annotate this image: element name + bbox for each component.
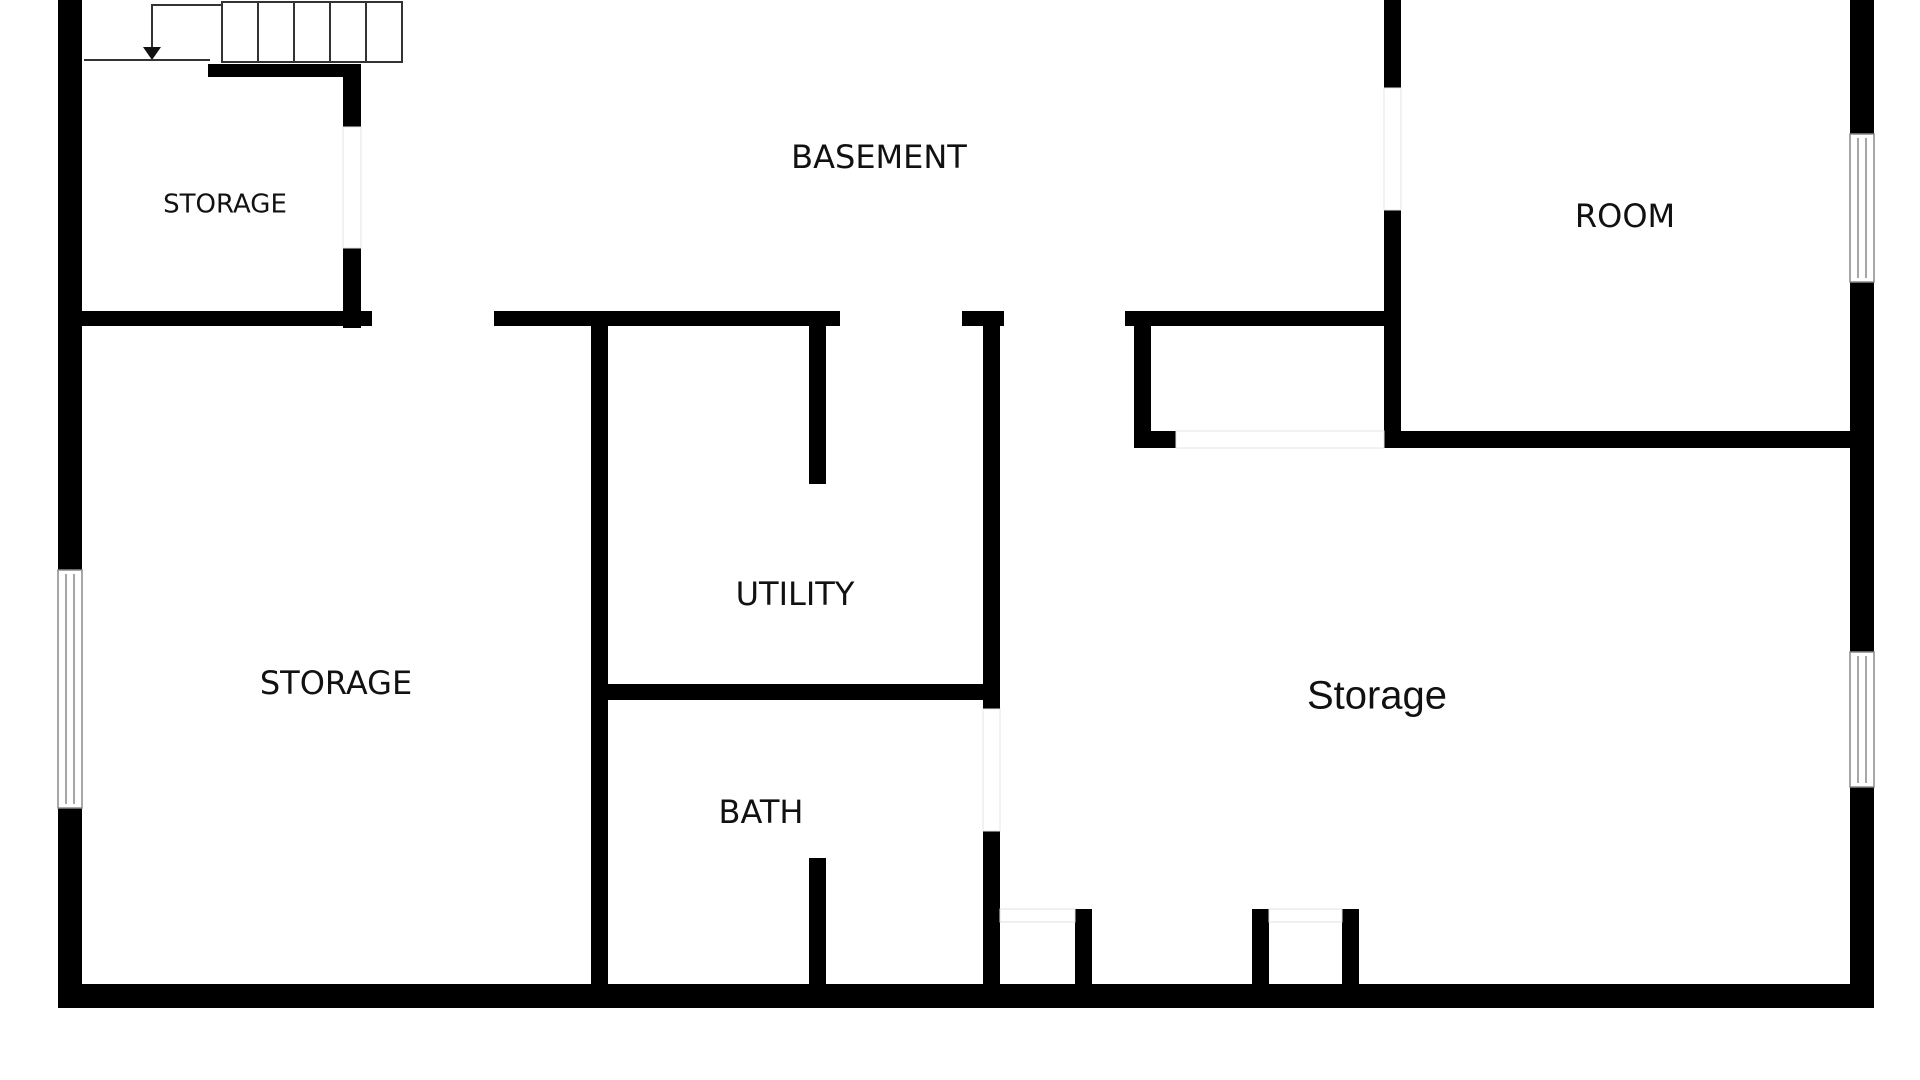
room-label-storage-left: STORAGE xyxy=(260,664,412,702)
window-right-upper xyxy=(1849,133,1875,283)
door-openings xyxy=(342,87,1402,923)
window-right-lower xyxy=(1849,651,1875,788)
arrow-down-icon xyxy=(143,47,161,60)
room-label-utility: UTILITY xyxy=(736,575,855,613)
room-label-bath: BATH xyxy=(719,793,804,831)
room-label-storage-right: Storage xyxy=(1307,674,1447,718)
window-left xyxy=(57,569,83,809)
room-label-room: ROOM xyxy=(1575,197,1675,235)
wall-bottom xyxy=(58,984,1874,1008)
room-label-basement: BASEMENT xyxy=(791,138,967,176)
room-label-storage-small: STORAGE xyxy=(163,190,287,220)
wall-left xyxy=(58,0,82,1008)
stairs-icon xyxy=(84,1,403,63)
